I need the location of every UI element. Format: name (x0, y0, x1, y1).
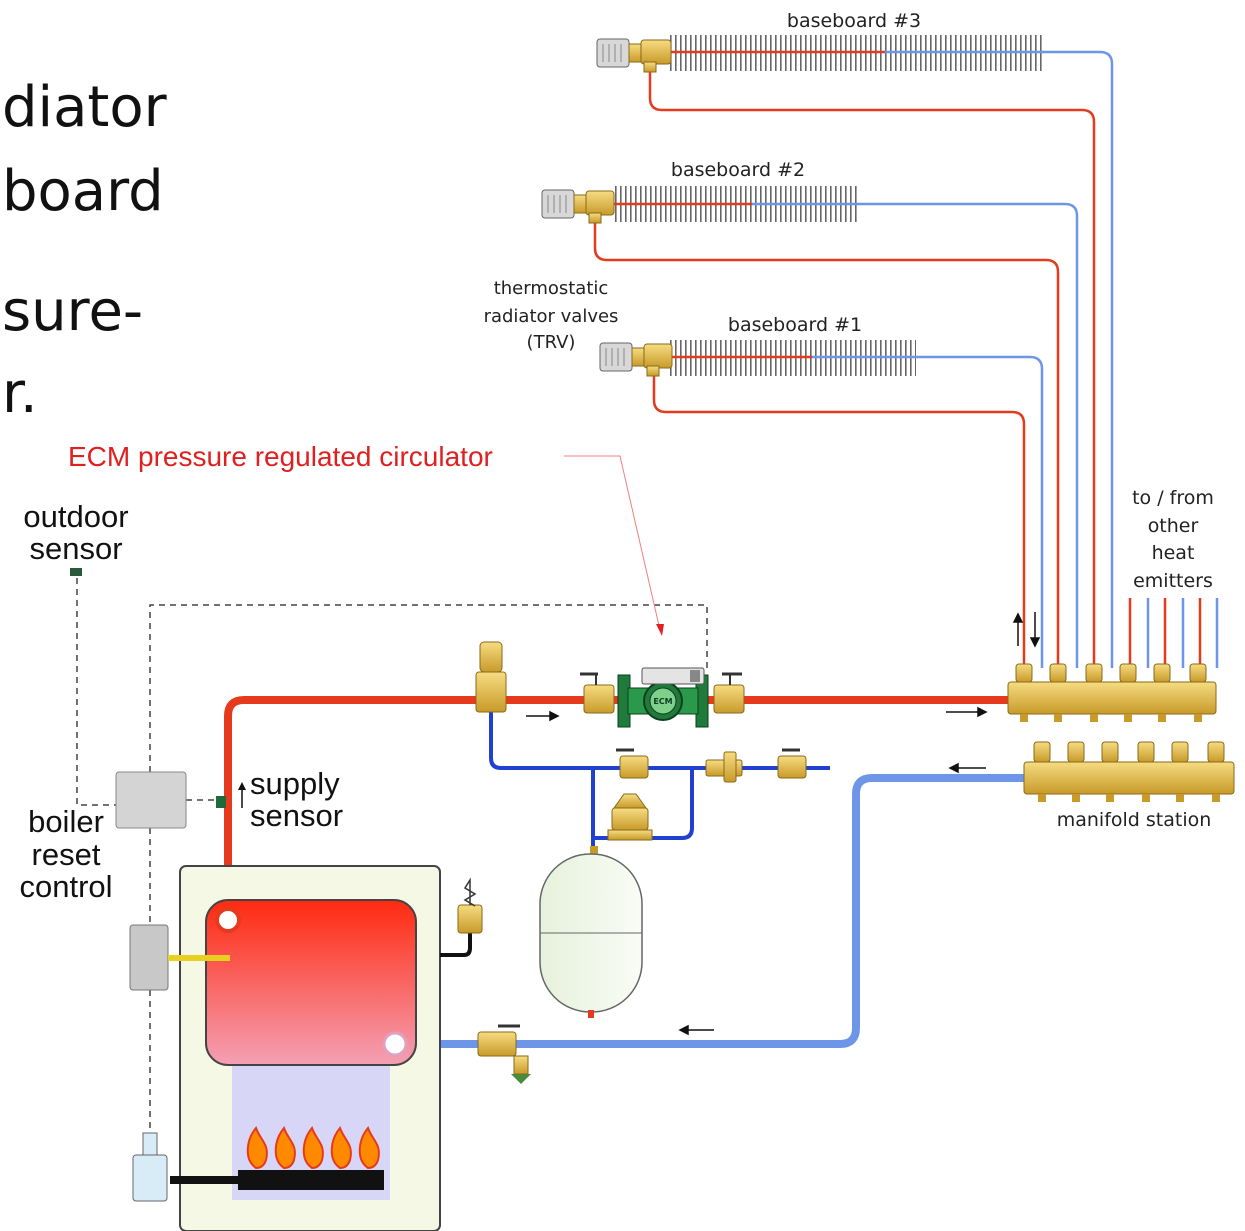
supply-sensor (216, 782, 246, 808)
baseboard-3 (650, 35, 1042, 71)
label-emitters-4: emitters (1133, 570, 1213, 592)
ecm-leader-line (564, 455, 664, 636)
control-wiring (76, 578, 708, 1135)
boiler (170, 865, 441, 1231)
boiler-aquastat (129, 924, 230, 991)
boiler-reset-control (115, 771, 187, 829)
label-baseboard-2: baseboard #2 (671, 159, 805, 181)
label-baseboard-3: baseboard #3 (787, 10, 921, 32)
purge-valve (477, 1024, 531, 1084)
label-supply-2: sensor (250, 798, 343, 833)
ecm-badge: ECM (653, 697, 672, 706)
isolation-valve-right (713, 672, 745, 714)
label-boiler-2: reset (32, 837, 101, 872)
slide-line-4: r. (2, 361, 38, 426)
label-trv-3: (TRV) (527, 332, 576, 353)
label-emitters-2: other (1148, 515, 1199, 537)
pressure-reducing-valve (607, 793, 653, 841)
baseboard-2 (595, 186, 858, 222)
gas-valve (132, 1132, 168, 1202)
return-pipe (398, 774, 1024, 1048)
label-boiler-1: boiler (28, 804, 104, 839)
baseboard-tubing (593, 50, 1219, 668)
label-supply-1: supply (250, 766, 340, 801)
isolation-valve-left (580, 672, 615, 714)
bypass-valves (616, 748, 807, 783)
label-manifold: manifold station (1057, 809, 1212, 831)
label-outdoor-1: outdoor (23, 499, 128, 534)
label-emitters-3: heat (1152, 542, 1195, 564)
label-trv-2: radiator valves (484, 306, 619, 327)
label-trv-1: thermostatic (494, 278, 609, 299)
label-boiler-3: control (19, 869, 112, 904)
supply-pipe (224, 696, 1008, 905)
label-ecm: ECM pressure regulated circulator (68, 441, 493, 472)
trv-3 (596, 38, 672, 73)
expansion-tank (539, 846, 643, 1018)
flame-icons (246, 1125, 380, 1170)
baseboard-1 (650, 340, 916, 376)
trv-2 (541, 189, 615, 224)
slide-line-3: sure- (2, 279, 143, 344)
slide-text: diator board sure- r. (2, 75, 168, 426)
bypass-piping (489, 712, 830, 852)
manifold-station (1007, 663, 1235, 802)
outdoor-sensor (70, 568, 82, 576)
slide-line-2: board (2, 159, 164, 224)
slide-line-1: diator (2, 75, 168, 140)
label-emitters-1: to / from (1132, 487, 1214, 509)
air-vent (475, 641, 507, 713)
ecm-circulator: ECM (617, 667, 709, 728)
flow-arrows (526, 612, 1041, 1036)
label-baseboard-1: baseboard #1 (728, 314, 862, 336)
relief-valve (440, 877, 483, 957)
labels: baseboard #3 baseboard #2 baseboard #1 t… (19, 10, 1213, 904)
label-outdoor-2: sensor (29, 531, 122, 566)
trv-1 (599, 342, 673, 377)
